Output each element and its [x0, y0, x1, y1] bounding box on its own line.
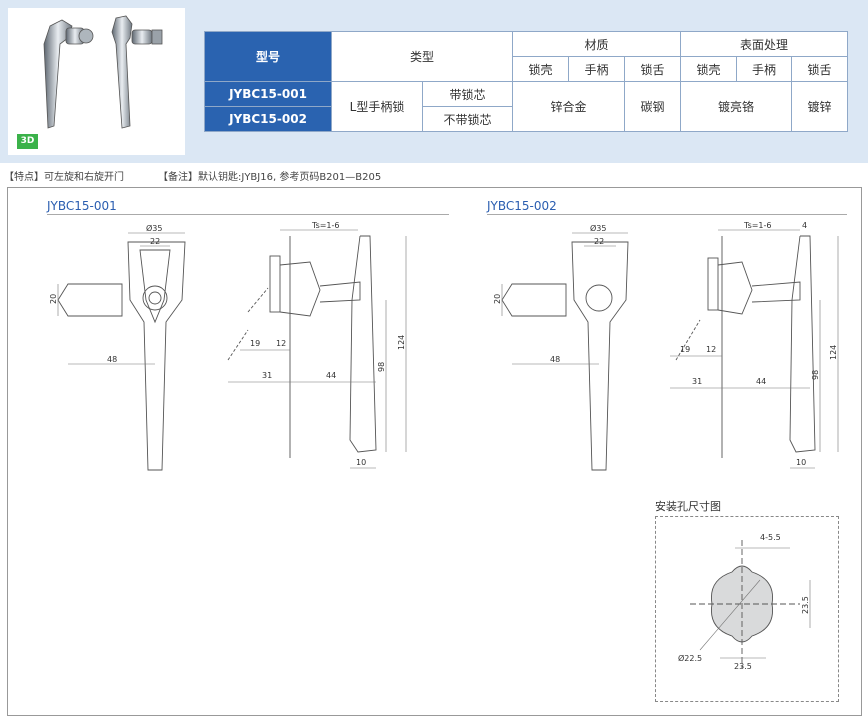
model-cell: JYBC15-002 — [204, 106, 332, 132]
sub-header: 锁壳 — [512, 56, 569, 82]
type-main-cell: L型手柄锁 — [331, 81, 423, 132]
dim-label: 31 — [262, 371, 272, 380]
type-sub-cell: 不带锁芯 — [422, 106, 513, 132]
title-underline — [47, 214, 449, 215]
sub-header: 锁舌 — [624, 56, 681, 82]
dim-label: 98 — [377, 362, 386, 372]
dim-label: 44 — [756, 377, 766, 386]
header-surface: 表面处理 — [680, 31, 848, 57]
dim-label: 20 — [493, 294, 502, 304]
dim-label: 19 — [250, 339, 260, 348]
mount-hole-frame — [655, 516, 839, 702]
dim-label: Ts=1-6 — [743, 221, 772, 230]
dim-label: 19 — [680, 345, 690, 354]
surface-shell-handle-cell: 镀亮铬 — [680, 81, 792, 132]
dim-label: 124 — [397, 335, 406, 350]
dim-label: 98 — [811, 370, 820, 380]
dim-label: 22 — [150, 237, 160, 246]
dim-label: 4-5.5 — [760, 533, 781, 542]
product-photo — [8, 8, 185, 155]
type-sub-cell: 带锁芯 — [422, 81, 513, 107]
dim-label: 10 — [356, 458, 366, 467]
dim-label: Ø35 — [146, 223, 162, 233]
dim-label: 10 — [796, 458, 806, 467]
dim-label: 48 — [550, 355, 560, 364]
lock-handle-illustration — [43, 15, 163, 129]
dim-label: Ts=1-6 — [311, 221, 340, 230]
surface-tongue-cell: 镀锌 — [791, 81, 848, 132]
dim-label: 20 — [49, 294, 58, 304]
dimension-labels: Ø35 22 20 48 Ts=1-6 19 12 31 44 124 98 1… — [49, 221, 838, 671]
dim-label: 44 — [326, 371, 336, 380]
sub-header: 锁舌 — [791, 56, 848, 82]
remark-note: 【备注】默认钥匙:JYBJ16, 参考页码B201—B205 — [158, 172, 382, 183]
feature-note: 【特点】可左旋和右旋开门 — [4, 172, 124, 183]
dim-label: 12 — [276, 339, 286, 348]
header-type: 类型 — [331, 31, 513, 82]
dim-label: 22 — [594, 237, 604, 246]
dim-label: Ø35 — [590, 223, 606, 233]
dim-label: 31 — [692, 377, 702, 386]
material-tongue-cell: 碳钢 — [624, 81, 681, 132]
dim-label: 12 — [706, 345, 716, 354]
sub-header: 锁壳 — [680, 56, 737, 82]
3d-badge[interactable]: 3D — [17, 134, 38, 149]
model-cell: JYBC15-001 — [204, 81, 332, 107]
dim-label: 4 — [802, 221, 807, 230]
material-shell-handle-cell: 锌合金 — [512, 81, 625, 132]
mount-hole-title: 安装孔尺寸图 — [655, 500, 721, 513]
header-model: 型号 — [204, 31, 332, 82]
title-underline — [487, 214, 847, 215]
dim-label: 23.5 — [734, 662, 752, 671]
dim-label: Ø22.5 — [678, 653, 702, 663]
header-material: 材质 — [512, 31, 681, 57]
drawing-title-right: JYBC15-002 — [487, 199, 557, 213]
dim-label: 23.5 — [801, 596, 810, 614]
dim-label: 48 — [107, 355, 117, 364]
sub-header: 手柄 — [736, 56, 792, 82]
drawing-title-left: JYBC15-001 — [47, 199, 117, 213]
dim-label: 124 — [829, 345, 838, 360]
spec-table: 型号 类型 材质 表面处理 锁壳 手柄 锁舌 锁壳 手柄 锁舌 JYBC15-0… — [204, 31, 848, 132]
